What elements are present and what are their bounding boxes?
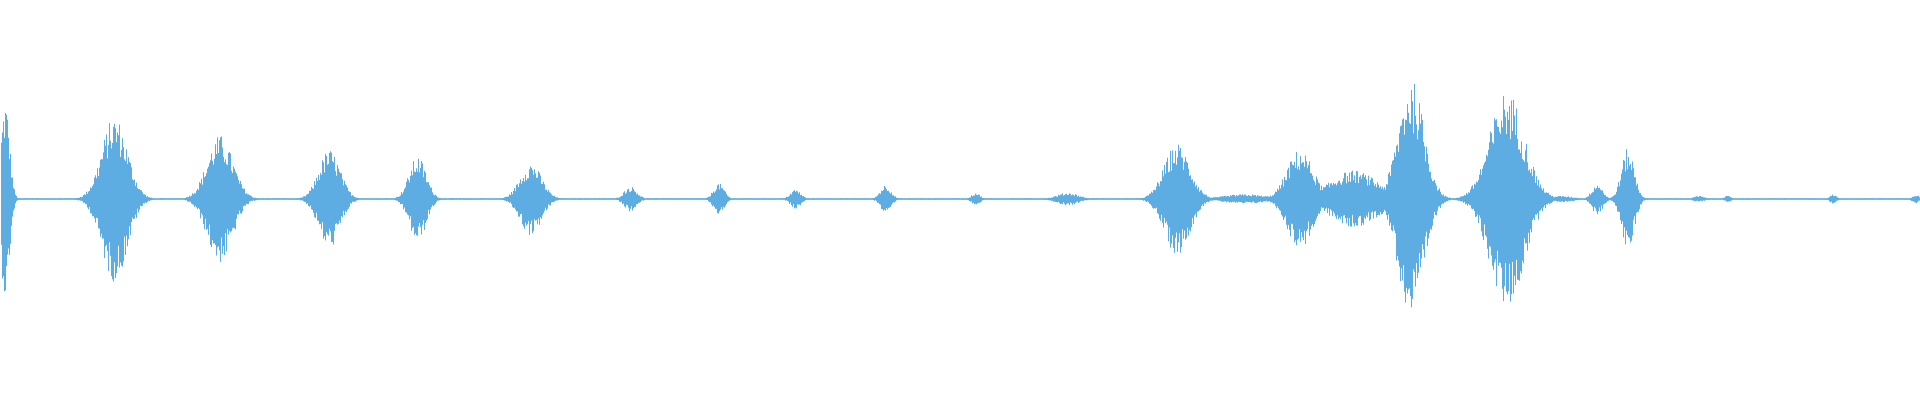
audio-waveform[interactable]: [0, 0, 1920, 400]
audio-waveform-view[interactable]: [0, 0, 1920, 400]
